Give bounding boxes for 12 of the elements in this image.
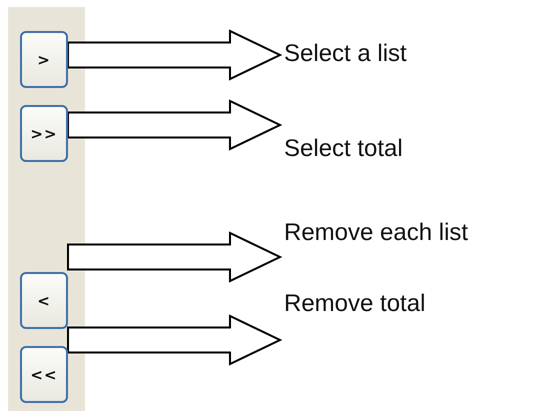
block-arrow [67,231,282,283]
block-arrow [67,314,282,366]
action-label: Remove each list [284,218,468,248]
block-arrow [67,29,282,81]
arrow-button: < [20,272,68,329]
arrow-button: << [20,346,68,403]
block-arrow [67,99,282,151]
action-label: Remove total [284,289,426,319]
action-label: Select a list [284,39,407,69]
action-label: Select total [284,134,403,164]
arrow-button: >> [20,105,68,162]
arrow-button: > [20,31,68,88]
